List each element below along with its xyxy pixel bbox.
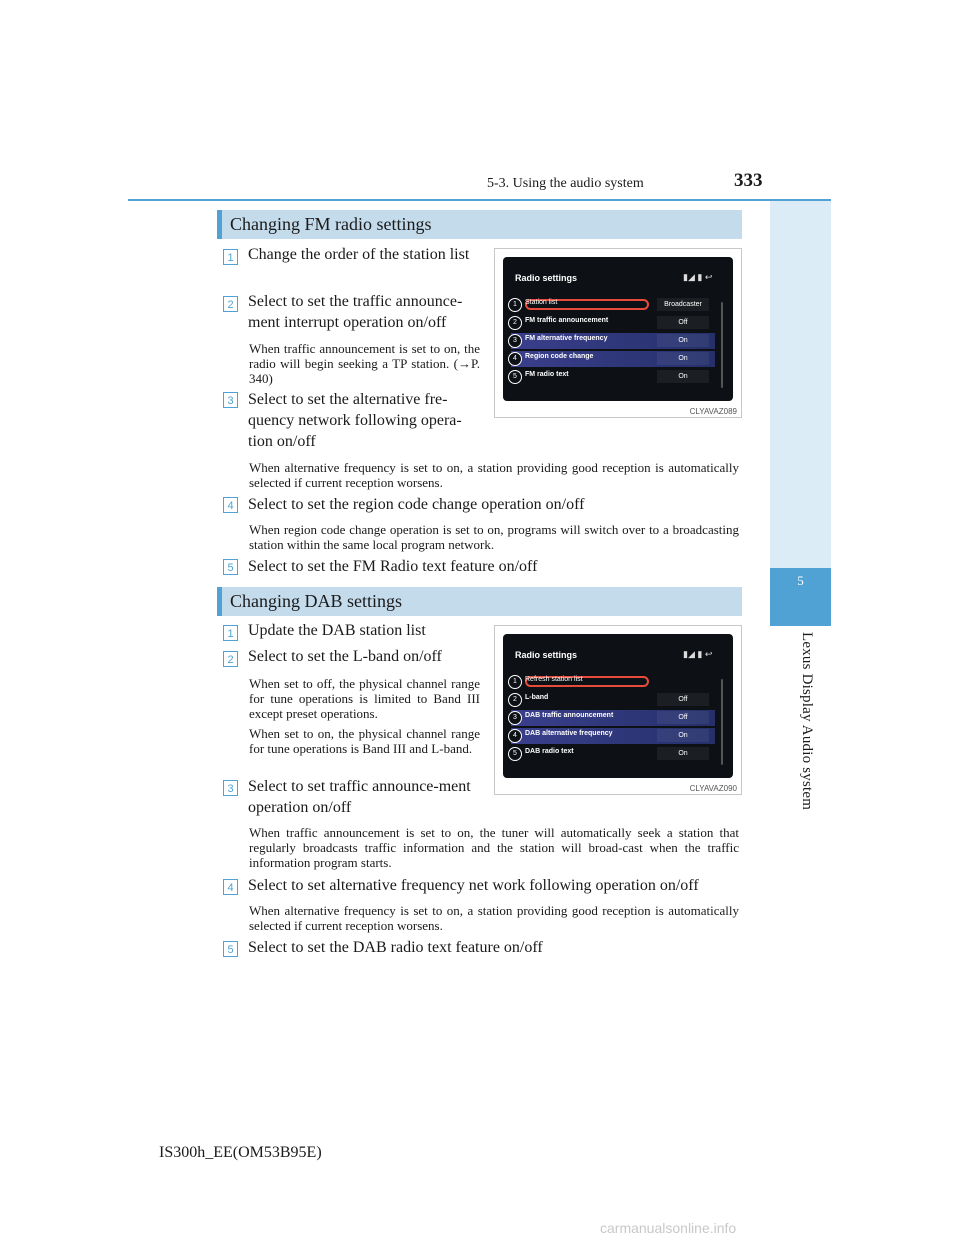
status-back-icons: ▮◢ ▮ ↩ [683, 649, 713, 659]
fm-screen-title: Radio settings [515, 273, 578, 283]
page-number: 333 [734, 170, 763, 191]
row-label: FM radio text [525, 371, 569, 378]
watermark: carmanualsonline.info [600, 1220, 737, 1236]
dab-step-2-number: 2 [223, 651, 238, 667]
dab-row-alt-frequency[interactable]: 4 DAB alternative frequency On [508, 728, 715, 744]
row-callout-number: 2 [508, 316, 522, 330]
dab-step-1-text: Update the DAB station list [248, 622, 426, 639]
row-label: DAB alternative frequency [525, 730, 613, 737]
dab-row-refresh[interactable]: 1 Refresh station list [508, 674, 715, 690]
row-callout-number: 4 [508, 729, 522, 743]
row-value: On [657, 352, 709, 365]
fm-row-alt-frequency[interactable]: 3 FM alternative frequency On [508, 333, 715, 349]
dab-step-5-number: 5 [223, 941, 238, 957]
dab-step-3-text: Select to set traffic announce-ment oper… [248, 778, 471, 816]
chapter-tab-number: 5 [770, 568, 831, 626]
dab-settings-screenshot: Radio settings ▮◢ ▮ ↩ 1 Refresh station … [494, 625, 742, 795]
fm-step-4-number: 4 [223, 497, 238, 513]
row-value: On [657, 370, 709, 383]
dab-screen: Radio settings ▮◢ ▮ ↩ 1 Refresh station … [503, 634, 733, 778]
dab-row-radio-text[interactable]: 5 DAB radio text On [508, 746, 715, 762]
row-label: FM alternative frequency [525, 335, 608, 342]
row-callout-number: 5 [508, 747, 522, 761]
row-callout-number: 3 [508, 334, 522, 348]
manual-code-footer: IS300h_EE(OM53B95E) [159, 1144, 322, 1161]
row-callout-number: 4 [508, 352, 522, 366]
fm-step-1-text: Change the order of the station list [248, 246, 470, 263]
row-label: L-band [525, 694, 549, 701]
fm-row-traffic[interactable]: 2 FM traffic announcement Off [508, 315, 715, 331]
dab-row-traffic[interactable]: 3 DAB traffic announcement Off [508, 710, 715, 726]
fm-row-station-list[interactable]: 1 Station list Broadcaster [508, 297, 715, 313]
row-callout-number: 5 [508, 370, 522, 384]
row-label: DAB radio text [525, 748, 574, 755]
fm-heading-text: Changing FM radio settings [230, 214, 432, 234]
fm-step-4-note: When region code change operation is set… [249, 522, 739, 552]
side-tab-bar [770, 201, 831, 626]
fm-step-5-text: Select to set the FM Radio text feature … [248, 558, 538, 575]
row-value: On [657, 334, 709, 347]
row-label: Refresh station list [525, 676, 583, 683]
scrollbar [721, 302, 723, 388]
scrollbar [721, 679, 723, 765]
row-label: Station list [525, 299, 558, 306]
row-label: Region code change [525, 353, 594, 360]
fm-step-1-number: 1 [223, 249, 238, 265]
dab-step-3-number: 3 [223, 780, 238, 796]
figure-code: CLYAVAZ089 [689, 407, 737, 416]
dab-step-2-note-off: When set to off, the physical channel ra… [249, 676, 480, 721]
row-label: DAB traffic announcement [525, 712, 614, 719]
dab-heading-text: Changing DAB settings [230, 591, 403, 611]
dab-section-heading: Changing DAB settings [217, 587, 742, 616]
row-callout-number: 2 [508, 693, 522, 707]
fm-step-3-note: When alternative frequency is set to on,… [249, 460, 739, 490]
dab-step-4-note: When alternative frequency is set to on,… [249, 903, 739, 933]
selection-highlight [525, 676, 649, 687]
dab-step-1-number: 1 [223, 625, 238, 641]
fm-screen: Radio settings ▮◢ ▮ ↩ 1 Station list Bro… [503, 257, 733, 401]
figure-code: CLYAVAZ090 [689, 784, 737, 793]
section-title: 5-3. Using the audio system [487, 176, 644, 191]
fm-step-3-number: 3 [223, 392, 238, 408]
fm-step-2-number: 2 [223, 296, 238, 312]
fm-section-heading: Changing FM radio settings [217, 210, 742, 239]
fm-step-2-note: When traffic announcement is set to on, … [249, 341, 480, 386]
row-callout-number: 1 [508, 675, 522, 689]
fm-step-2-text: Select to set the traffic announce-ment … [248, 293, 463, 331]
dab-step-4-number: 4 [223, 879, 238, 895]
row-value: Off [657, 316, 709, 329]
row-value: On [657, 729, 709, 742]
row-label: FM traffic announcement [525, 317, 609, 324]
selection-highlight [525, 299, 649, 310]
fm-row-radio-text[interactable]: 5 FM radio text On [508, 369, 715, 385]
row-value: Off [657, 693, 709, 706]
dab-step-3-note: When traffic announcement is set to on, … [249, 825, 739, 870]
fm-step-4-text: Select to set the region code change ope… [248, 496, 585, 513]
dab-step-4-text: Select to set alternative frequency net … [248, 877, 699, 894]
fm-step-5-number: 5 [223, 559, 238, 575]
dab-step-5-text: Select to set the DAB radio text feature… [248, 939, 543, 956]
dab-step-2-text: Select to set the L-band on/off [248, 648, 442, 665]
row-value: Off [657, 711, 709, 724]
dab-screen-title: Radio settings [515, 650, 578, 660]
status-back-icons: ▮◢ ▮ ↩ [683, 272, 713, 282]
fm-row-region-code[interactable]: 4 Region code change On [508, 351, 715, 367]
row-value: On [657, 747, 709, 760]
row-value: Broadcaster [657, 298, 709, 311]
row-callout-number: 3 [508, 711, 522, 725]
dab-step-2-note-on: When set to on, the physical channel ran… [249, 726, 480, 756]
dab-row-lband[interactable]: 2 L-band Off [508, 692, 715, 708]
header-rule [128, 199, 831, 201]
fm-step-3-text: Select to set the alternative fre-quency… [248, 391, 462, 450]
fm-settings-screenshot: Radio settings ▮◢ ▮ ↩ 1 Station list Bro… [494, 248, 742, 418]
row-callout-number: 1 [508, 298, 522, 312]
chapter-tab-label: Lexus Display Audio system [799, 632, 815, 811]
